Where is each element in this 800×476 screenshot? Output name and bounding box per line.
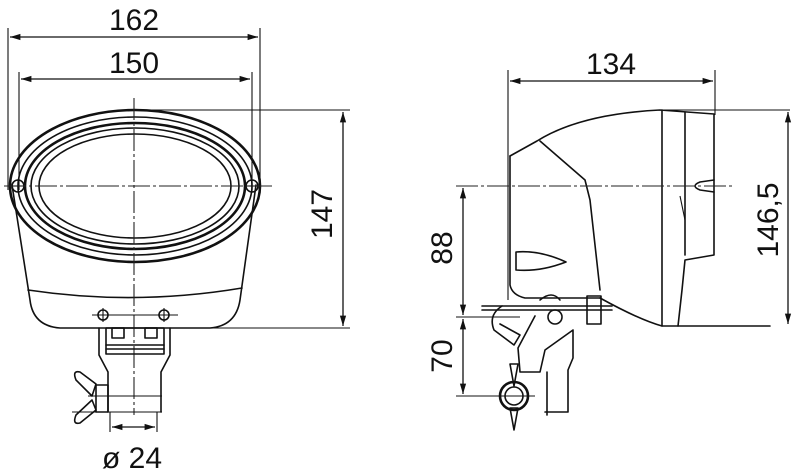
lens-front bbox=[677, 185, 715, 327]
housing-back bbox=[509, 155, 601, 299]
housing-top bbox=[509, 109, 715, 187]
housing-bottom bbox=[599, 297, 771, 327]
dimension-label-88: 88 bbox=[426, 231, 459, 264]
screw-left bbox=[97, 308, 109, 322]
dimension-label-134: 134 bbox=[586, 48, 636, 81]
mount-bracket bbox=[481, 294, 613, 416]
dimension-label-150: 150 bbox=[109, 47, 159, 80]
side-vent bbox=[515, 250, 567, 272]
dimension-label-diameter-24: ø 24 bbox=[102, 442, 162, 475]
dimension-label-70: 70 bbox=[426, 339, 459, 372]
front-view: 162 150 bbox=[4, 4, 350, 475]
wing-nut bbox=[73, 370, 109, 425]
side-view: 134 bbox=[426, 48, 792, 431]
pivot-knob bbox=[498, 363, 535, 431]
detail-mark bbox=[679, 195, 686, 221]
housing-side-contour bbox=[539, 140, 601, 291]
screw-right bbox=[158, 308, 170, 322]
dimension-label-146-5: 146,5 bbox=[752, 182, 785, 257]
housing-seam bbox=[27, 287, 243, 299]
dimension-label-162: 162 bbox=[109, 4, 159, 37]
dimension-label-147: 147 bbox=[306, 189, 339, 239]
mount-stem bbox=[72, 327, 171, 413]
